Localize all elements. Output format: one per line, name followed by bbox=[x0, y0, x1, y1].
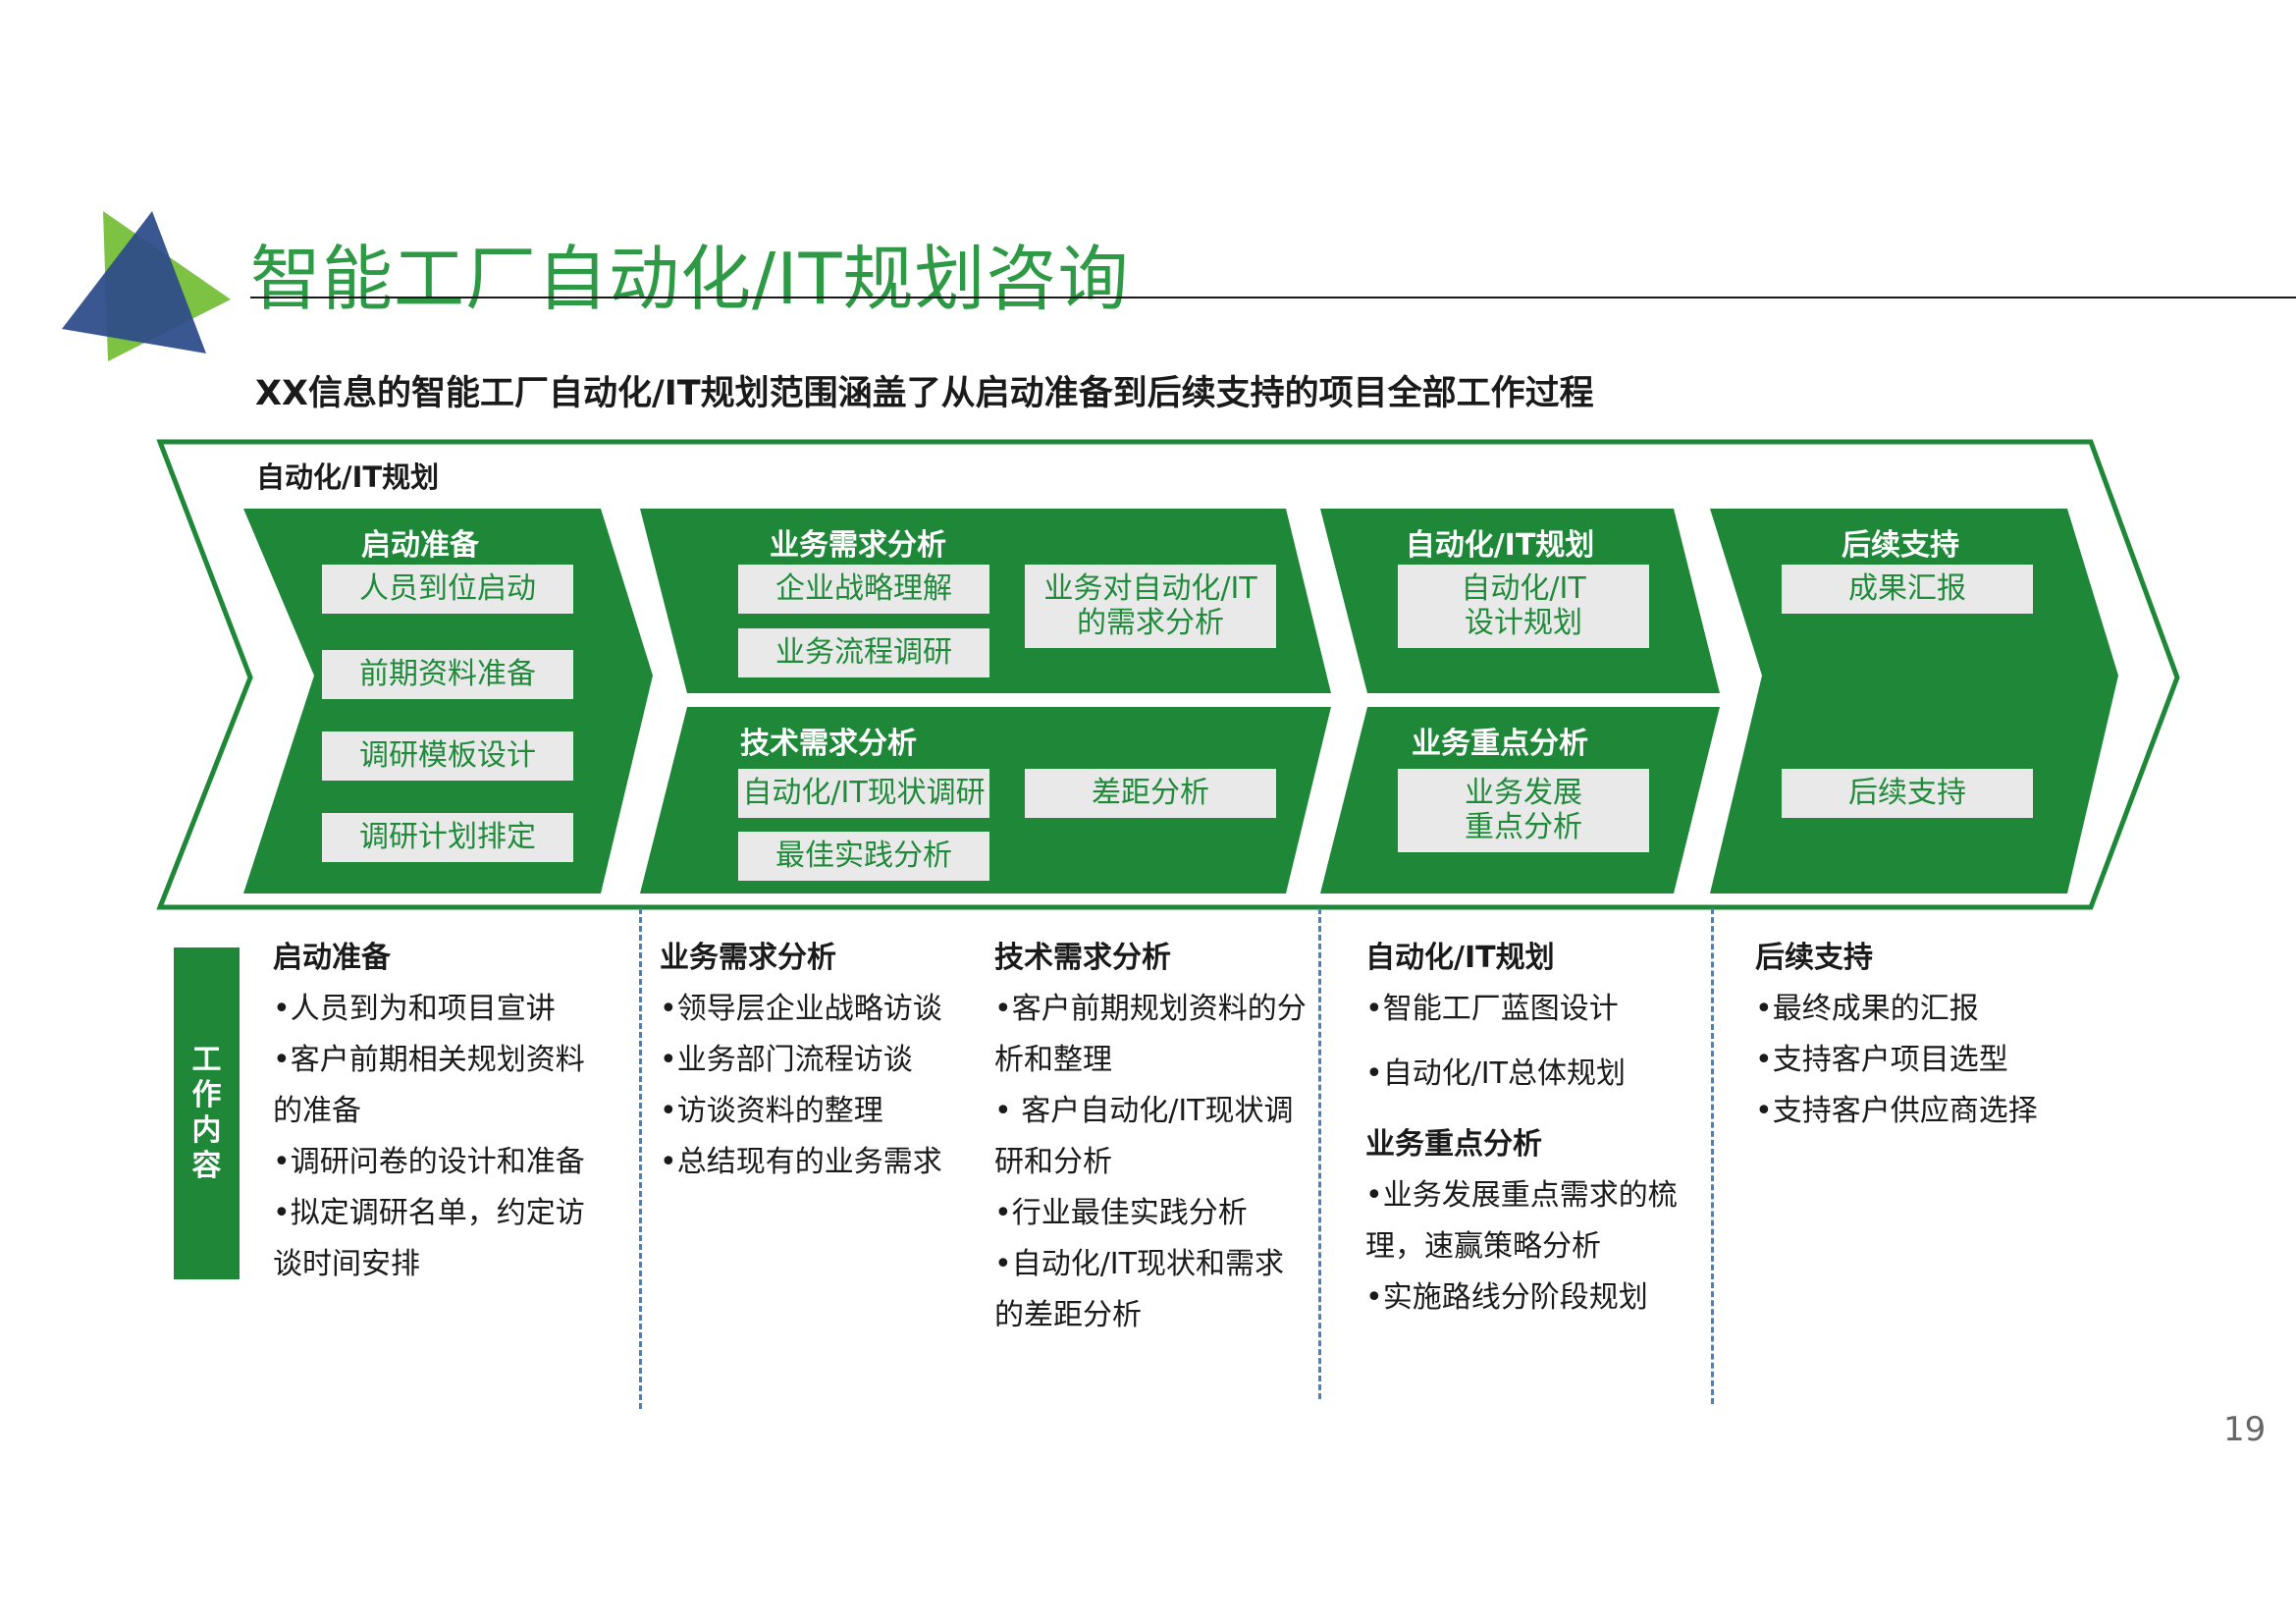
box-current-state-research: 自动化/IT现状调研 bbox=[738, 769, 989, 818]
work-column-startup: 启动准备 •人员到为和项目宣讲 •客户前期相关规划资料 的准备 •调研问卷的设计… bbox=[273, 933, 585, 1290]
stage-title-biz-focus: 业务重点分析 bbox=[1412, 727, 1588, 761]
column-separator bbox=[1711, 908, 1714, 1404]
bullet-line: 理，速赢策略分析 bbox=[1365, 1229, 1601, 1264]
bullet-line: •领导层企业战略访谈 bbox=[660, 992, 942, 1026]
bullet-line: •自动化/IT现状和需求 bbox=[994, 1247, 1284, 1281]
column-heading: 启动准备 bbox=[273, 941, 391, 975]
work-column-followup: 后续支持 •最终成果的汇报 •支持客户项目选型 •支持客户供应商选择 bbox=[1755, 933, 2038, 1137]
bullet-line: 的准备 bbox=[273, 1094, 361, 1128]
box-research-schedule: 调研计划排定 bbox=[322, 813, 573, 862]
box-it-needs-analysis: 业务对自动化/IT 的需求分析 bbox=[1025, 565, 1276, 648]
box-template-design: 调研模板设计 bbox=[322, 731, 573, 781]
box-best-practice: 最佳实践分析 bbox=[738, 832, 989, 881]
bullet-line: 研和分析 bbox=[994, 1145, 1112, 1179]
work-label-char: 作 bbox=[191, 1078, 222, 1112]
bullet-line: 析和整理 bbox=[994, 1043, 1112, 1077]
bullet-line: •客户前期规划资料的分 bbox=[994, 992, 1307, 1026]
bullet-line: 的差距分析 bbox=[994, 1298, 1142, 1332]
page-subtitle: XX信息的智能工厂自动化/IT规划范围涵盖了从启动准备到后续支持的项目全部工作过… bbox=[255, 374, 1594, 413]
title-underline bbox=[250, 297, 2296, 298]
page-number: 19 bbox=[2223, 1410, 2267, 1449]
column-separator bbox=[639, 908, 642, 1409]
bullet-line: •实施路线分阶段规划 bbox=[1365, 1280, 1648, 1315]
stage-title-it-plan: 自动化/IT规划 bbox=[1405, 528, 1595, 563]
box-material-prep: 前期资料准备 bbox=[322, 650, 573, 699]
bullet-line: 谈时间安排 bbox=[273, 1247, 420, 1281]
column-heading: 后续支持 bbox=[1755, 941, 1873, 975]
work-content-label: 工 作 内 容 bbox=[174, 947, 240, 1279]
bullet-line: •支持客户供应商选择 bbox=[1755, 1094, 2038, 1128]
bullet-line: •总结现有的业务需求 bbox=[660, 1145, 942, 1179]
work-column-business-req: 业务需求分析 •领导层企业战略访谈 •业务部门流程访谈 •访谈资料的整理 •总结… bbox=[660, 933, 942, 1188]
box-biz-focus-analysis: 业务发展 重点分析 bbox=[1398, 769, 1649, 852]
work-column-tech-req: 技术需求分析 •客户前期规划资料的分 析和整理 • 客户自动化/IT现状调 研和… bbox=[994, 933, 1307, 1341]
bullet-line: •最终成果的汇报 bbox=[1755, 992, 1979, 1026]
bullet-line: •拟定调研名单，约定访 bbox=[273, 1196, 585, 1230]
diagram-label: 自动化/IT规划 bbox=[256, 460, 440, 494]
column-heading: 业务需求分析 bbox=[660, 941, 836, 975]
bullet-line: •客户前期相关规划资料 bbox=[273, 1043, 585, 1077]
work-label-char: 容 bbox=[191, 1149, 222, 1183]
outer-chevron-outline bbox=[156, 439, 2180, 910]
work-column-it-plan: 自动化/IT规划 •智能工厂蓝图设计 •自动化/IT总体规划 业务重点分析 •业… bbox=[1365, 933, 1678, 1324]
bullet-line: •业务发展重点需求的梳 bbox=[1365, 1178, 1678, 1213]
bullet-line: •业务部门流程访谈 bbox=[660, 1043, 913, 1077]
page-title: 智能工厂自动化/IT规划咨询 bbox=[250, 238, 1130, 320]
bullet-line: •访谈资料的整理 bbox=[660, 1094, 883, 1128]
column-heading: 业务重点分析 bbox=[1365, 1127, 1542, 1162]
bullet-line: •自动化/IT总体规划 bbox=[1365, 1056, 1626, 1091]
box-followup-support: 后续支持 bbox=[1782, 769, 2033, 818]
logo-triangles-icon bbox=[62, 211, 231, 361]
work-label-char: 工 bbox=[191, 1043, 222, 1077]
box-strategy-understanding: 企业战略理解 bbox=[738, 565, 989, 614]
column-heading: 技术需求分析 bbox=[994, 941, 1171, 975]
stage-title-tech-req: 技术需求分析 bbox=[740, 727, 917, 761]
box-result-report: 成果汇报 bbox=[1782, 565, 2033, 614]
stage-title-startup: 启动准备 bbox=[361, 528, 479, 563]
column-separator bbox=[1318, 908, 1321, 1399]
column-heading: 自动化/IT规划 bbox=[1365, 941, 1555, 975]
bullet-line: •行业最佳实践分析 bbox=[994, 1196, 1248, 1230]
box-it-design-plan: 自动化/IT 设计规划 bbox=[1398, 565, 1649, 648]
work-label-char: 内 bbox=[191, 1113, 222, 1148]
stage-title-followup: 后续支持 bbox=[1842, 528, 1959, 563]
stage-title-business-req: 业务需求分析 bbox=[770, 528, 946, 563]
box-gap-analysis: 差距分析 bbox=[1025, 769, 1276, 818]
box-staff-kickoff: 人员到位启动 bbox=[322, 565, 573, 614]
box-process-research: 业务流程调研 bbox=[738, 628, 989, 677]
bullet-line: •人员到为和项目宣讲 bbox=[273, 992, 556, 1026]
bullet-line: • 客户自动化/IT现状调 bbox=[994, 1094, 1294, 1128]
bullet-line: •支持客户项目选型 bbox=[1755, 1043, 2008, 1077]
bullet-line: •调研问卷的设计和准备 bbox=[273, 1145, 585, 1179]
bullet-line: •智能工厂蓝图设计 bbox=[1365, 992, 1619, 1026]
